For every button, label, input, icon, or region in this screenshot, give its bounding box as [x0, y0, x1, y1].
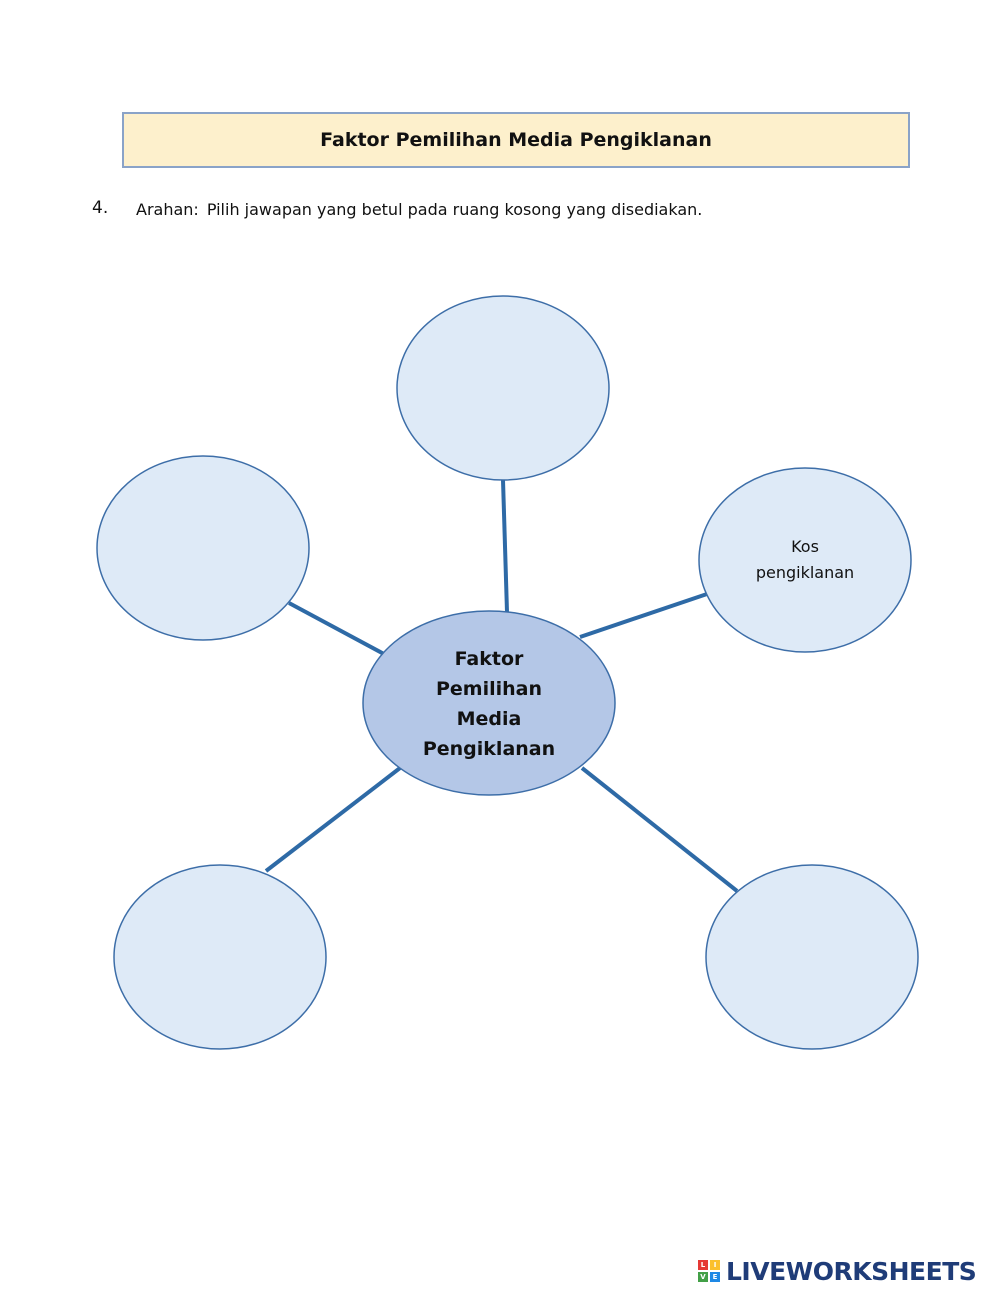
liveworksheets-brand: L I V E LIVEWORKSHEETS: [698, 1256, 977, 1286]
logo-letter-v: V: [698, 1272, 708, 1282]
given-answer-line-1: Kos: [791, 537, 819, 556]
connector-bottom-left: [264, 766, 402, 873]
bubble-left: [96, 455, 310, 641]
connector-bottom-right: [580, 766, 739, 893]
given-answer-label: Kos pengiklanan: [740, 530, 870, 590]
question-number: 4.: [92, 198, 109, 218]
center-line-1: Faktor: [454, 648, 524, 670]
connector-right: [579, 592, 708, 639]
instruction: Arahan: Pilih jawapan yang betul pada rua…: [136, 200, 702, 219]
connector-left: [288, 601, 385, 656]
bubble-center: [362, 610, 616, 796]
answer-slot-bottom-left[interactable]: [129, 887, 311, 1027]
bubble-bottom-right: [705, 864, 919, 1050]
logo-letter-e: E: [710, 1272, 720, 1282]
bubble-top: [396, 295, 610, 481]
brand-logo-icon: L I V E: [698, 1260, 720, 1282]
given-answer-line-2: pengiklanan: [755, 563, 855, 582]
center-line-4: Pengiklanan: [422, 738, 556, 760]
connector-top: [501, 479, 509, 613]
worksheet-title: Faktor Pemilihan Media Pengiklanan: [320, 129, 712, 151]
bubble-right: [698, 467, 912, 653]
title-banner: Faktor Pemilihan Media Pengiklanan: [122, 112, 910, 168]
bubble-bottom-left: [113, 864, 327, 1050]
answer-slot-bottom-right[interactable]: [721, 887, 903, 1027]
brand-name: LIVEWORKSHEETS: [726, 1256, 977, 1286]
center-topic-label: Faktor Pemilihan Media Pengiklanan: [382, 640, 596, 768]
center-line-3: Media: [456, 708, 522, 730]
logo-letter-i: I: [710, 1260, 720, 1270]
instruction-label: Arahan:: [136, 200, 199, 219]
instruction-text: Pilih jawapan yang betul pada ruang koso…: [206, 200, 703, 219]
answer-slot-left[interactable]: [112, 478, 294, 618]
center-line-2: Pemilihan: [435, 678, 542, 700]
logo-letter-l: L: [698, 1260, 708, 1270]
answer-slot-top[interactable]: [412, 318, 594, 458]
